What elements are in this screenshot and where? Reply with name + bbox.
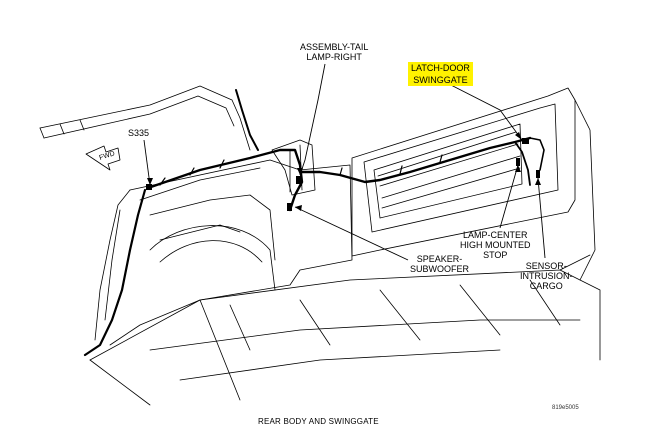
latch-connector bbox=[522, 138, 529, 144]
cargo-floor bbox=[89, 269, 601, 361]
wheelhouse bbox=[149, 225, 276, 291]
leader-speaker bbox=[294, 206, 409, 261]
leader-s335 bbox=[143, 139, 151, 186]
chmsl-connector bbox=[516, 158, 520, 166]
s335-splice bbox=[146, 184, 152, 190]
label-tail-lamp: ASSEMBLY-TAIL LAMP-RIGHT bbox=[300, 42, 369, 62]
roof-rail bbox=[39, 85, 251, 151]
label-sensor: SENSOR- INTRUSION- CARGO bbox=[520, 261, 573, 291]
harness-gate bbox=[300, 136, 532, 184]
harness-side bbox=[83, 188, 147, 357]
fwd-arrow bbox=[85, 145, 121, 171]
harness-main bbox=[146, 148, 304, 212]
label-s335: S335 bbox=[128, 128, 150, 138]
sensor-connector bbox=[536, 170, 540, 178]
figure-id: 819e5005 bbox=[552, 405, 579, 411]
harness-roof bbox=[235, 89, 259, 151]
body-panel bbox=[109, 159, 353, 346]
label-latch-door: LATCH-DOOR SWINGGATE bbox=[408, 62, 473, 86]
swinggate-frame bbox=[351, 87, 576, 257]
figure-caption: REAR BODY AND SWINGGATE bbox=[258, 417, 379, 426]
leader-tail-lamp bbox=[299, 63, 326, 176]
leader-sensor bbox=[537, 177, 546, 259]
fwd-arrow-label: FWD bbox=[98, 150, 115, 162]
speaker-connector bbox=[287, 203, 292, 211]
label-speaker: SPEAKER- SUBWOOFER bbox=[410, 254, 470, 274]
label-lamp-center: LAMP-CENTER HIGH MOUNTED STOP bbox=[460, 230, 531, 260]
tail-lamp-connector bbox=[296, 176, 301, 184]
leader-latch bbox=[444, 81, 523, 141]
leader-lamp-center bbox=[499, 164, 519, 229]
